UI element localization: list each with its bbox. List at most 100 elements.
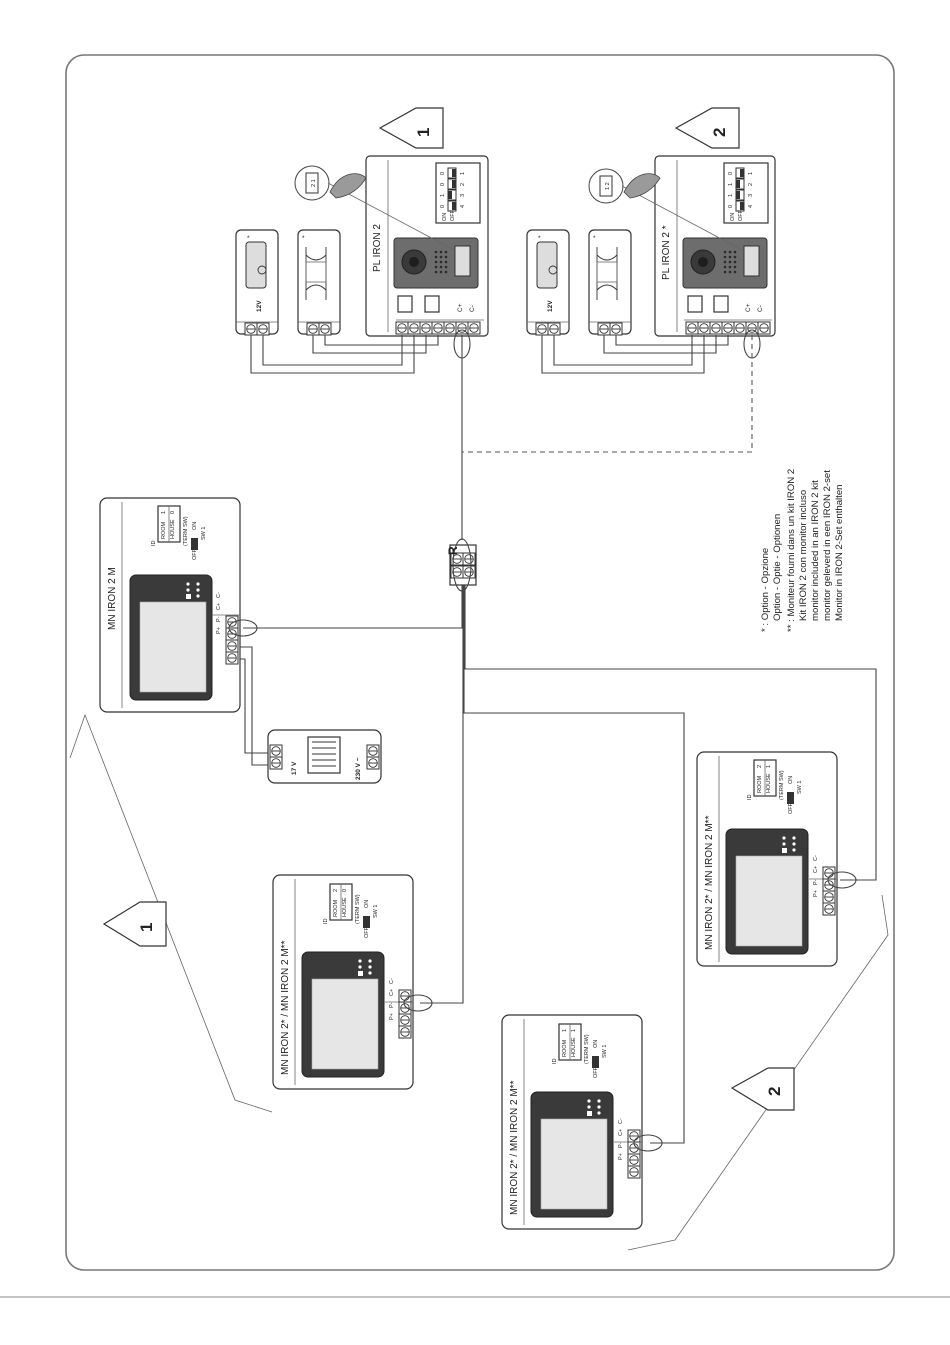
svg-text:1: 1 [766, 765, 772, 768]
svg-text:SW 1: SW 1 [602, 1045, 608, 1058]
svg-text:(TERM SW): (TERM SW) [355, 894, 361, 924]
monitor-2-name: MN IRON 2* / MN IRON 2 M** [280, 940, 291, 1075]
svg-text:0: 0 [440, 172, 446, 175]
svg-text:ROOM: ROOM [333, 899, 339, 917]
lock-1-voltage: 12V [256, 300, 263, 312]
svg-text:P+: P+ [813, 890, 819, 897]
panel-1-gate-icon [397, 295, 413, 313]
zone-1-boundary: 1 [69, 713, 273, 1113]
svg-text:1: 1 [748, 172, 754, 175]
panel-2-call-button [743, 245, 760, 277]
svg-text:OFF: OFF [738, 209, 744, 221]
svg-text:HOUSE: HOUSE [571, 1037, 577, 1057]
panel-2-marker [674, 107, 740, 149]
diagram-frame [65, 54, 895, 1271]
monitor-3-term-switch [592, 1056, 599, 1068]
svg-text:1 2: 1 2 [605, 182, 611, 190]
panel-1-terminal-block [395, 321, 481, 335]
svg-text:P-: P- [389, 1002, 395, 1008]
svg-text:C-: C- [389, 978, 395, 984]
svg-text:*: * [247, 235, 250, 242]
panel-2-lock-icon [713, 295, 729, 313]
legend-line-3: ** : Moniteur fourni dans un kit IRON 2 [786, 469, 797, 632]
panel-1-model: PL IRON 2 [372, 224, 383, 272]
panel-1-dip-on: ON [442, 213, 448, 221]
svg-text:OFF: OFF [593, 1066, 599, 1078]
power-input-voltage: 230 V ~ [355, 757, 362, 780]
svg-text:P+: P+ [216, 627, 222, 634]
svg-text:2: 2 [757, 765, 763, 768]
panel-1-marker [378, 107, 444, 149]
svg-text:(TERM SW): (TERM SW) [584, 1034, 590, 1064]
wiring: R [238, 329, 877, 1144]
svg-text:P+: P+ [618, 1153, 624, 1160]
svg-text:(TERM SW): (TERM SW) [183, 516, 189, 546]
svg-text:*: * [302, 235, 305, 242]
svg-text:2: 2 [748, 183, 754, 186]
svg-text:0: 0 [440, 205, 446, 208]
svg-text:P-: P- [813, 879, 819, 885]
svg-text:2: 2 [765, 1087, 784, 1096]
monitor-2-screen [311, 978, 379, 1070]
monitor-3-screen [540, 1118, 608, 1210]
svg-text:1: 1 [414, 128, 433, 137]
svg-text:C+: C+ [389, 989, 395, 996]
svg-text:4: 4 [460, 205, 466, 208]
panel-1-term-c-plus: C+ [457, 303, 464, 312]
svg-text:P-: P- [216, 616, 222, 622]
zone-2-marker [730, 1067, 795, 1111]
panel-2-model: PL IRON 2 * [661, 225, 672, 280]
outdoor-panel-2: PL IRON 2 * ON OFF 0 1 1 0 1 2 3 4 C+ [588, 107, 776, 337]
legend-line-6: monitor geleverd in een IRON 2-set [822, 470, 833, 621]
electric-lock-1: 12V * [235, 229, 279, 336]
panel-2-term-c-plus: C+ [745, 303, 752, 312]
svg-text:0: 0 [728, 205, 734, 208]
svg-text:0: 0 [342, 889, 348, 892]
svg-text:2: 2 [460, 183, 466, 186]
svg-text:2: 2 [333, 889, 339, 892]
svg-text:C+: C+ [216, 603, 222, 610]
svg-text:(TERM SW): (TERM SW) [779, 770, 785, 800]
power-supply: 17 V 230 V ~ [267, 729, 382, 784]
monitor-1-term-switch [191, 538, 198, 550]
panel-2-term-c-minus: C- [757, 305, 764, 312]
svg-text:1: 1 [440, 194, 446, 197]
svg-text:2 1: 2 1 [311, 179, 317, 187]
panel-2-gate-icon [687, 295, 703, 313]
lock-1-icon [245, 241, 267, 289]
lock-2-icon [536, 241, 558, 289]
svg-text:ON: ON [730, 213, 736, 221]
legend-line-5: monitor included in an IRON 2 kit [810, 480, 821, 621]
svg-text:HOUSE: HOUSE [766, 773, 772, 793]
zone-1-marker [102, 901, 167, 947]
svg-text:OFF: OFF [192, 548, 198, 560]
svg-text:1: 1 [161, 511, 167, 514]
svg-text:P+: P+ [389, 1013, 395, 1020]
monitor-3: MN IRON 2* / MN IRON 2 M** HOUSE ROOM 1 … [501, 1014, 663, 1230]
svg-text:SW 1: SW 1 [373, 905, 379, 918]
svg-text:ROOM: ROOM [562, 1039, 568, 1057]
svg-text:ON: ON [364, 900, 370, 908]
svg-text:SW 1: SW 1 [797, 781, 803, 794]
monitor-4-term-switch [787, 792, 794, 804]
svg-text:SW 1: SW 1 [201, 527, 207, 540]
svg-text:C+: C+ [618, 1129, 624, 1136]
svg-text:1: 1 [728, 194, 734, 197]
legend-line-2: Option - Optie - Optionen [772, 514, 783, 621]
svg-text:1: 1 [562, 1029, 568, 1032]
svg-text:ID: ID [323, 918, 329, 924]
svg-text:ROOM: ROOM [161, 521, 167, 539]
svg-text:*: * [593, 235, 596, 242]
lock-2-voltage: 12V [547, 300, 554, 312]
gate-motor-1: * [297, 229, 341, 336]
svg-text:OFF: OFF [788, 802, 794, 814]
electric-lock-2: 12V * [526, 229, 570, 336]
legend-line-7: Monitor in IRON 2-Set enthalten [834, 484, 845, 621]
svg-text:1: 1 [571, 1029, 577, 1032]
svg-text:C-: C- [216, 592, 222, 598]
power-output-voltage: 17 V [291, 761, 298, 775]
junction-label: R [446, 546, 460, 555]
panel-1-term-c-minus: C- [469, 305, 476, 312]
monitor-2: MN IRON 2* / MN IRON 2 M** HOUSE ROOM 0 … [272, 874, 433, 1090]
